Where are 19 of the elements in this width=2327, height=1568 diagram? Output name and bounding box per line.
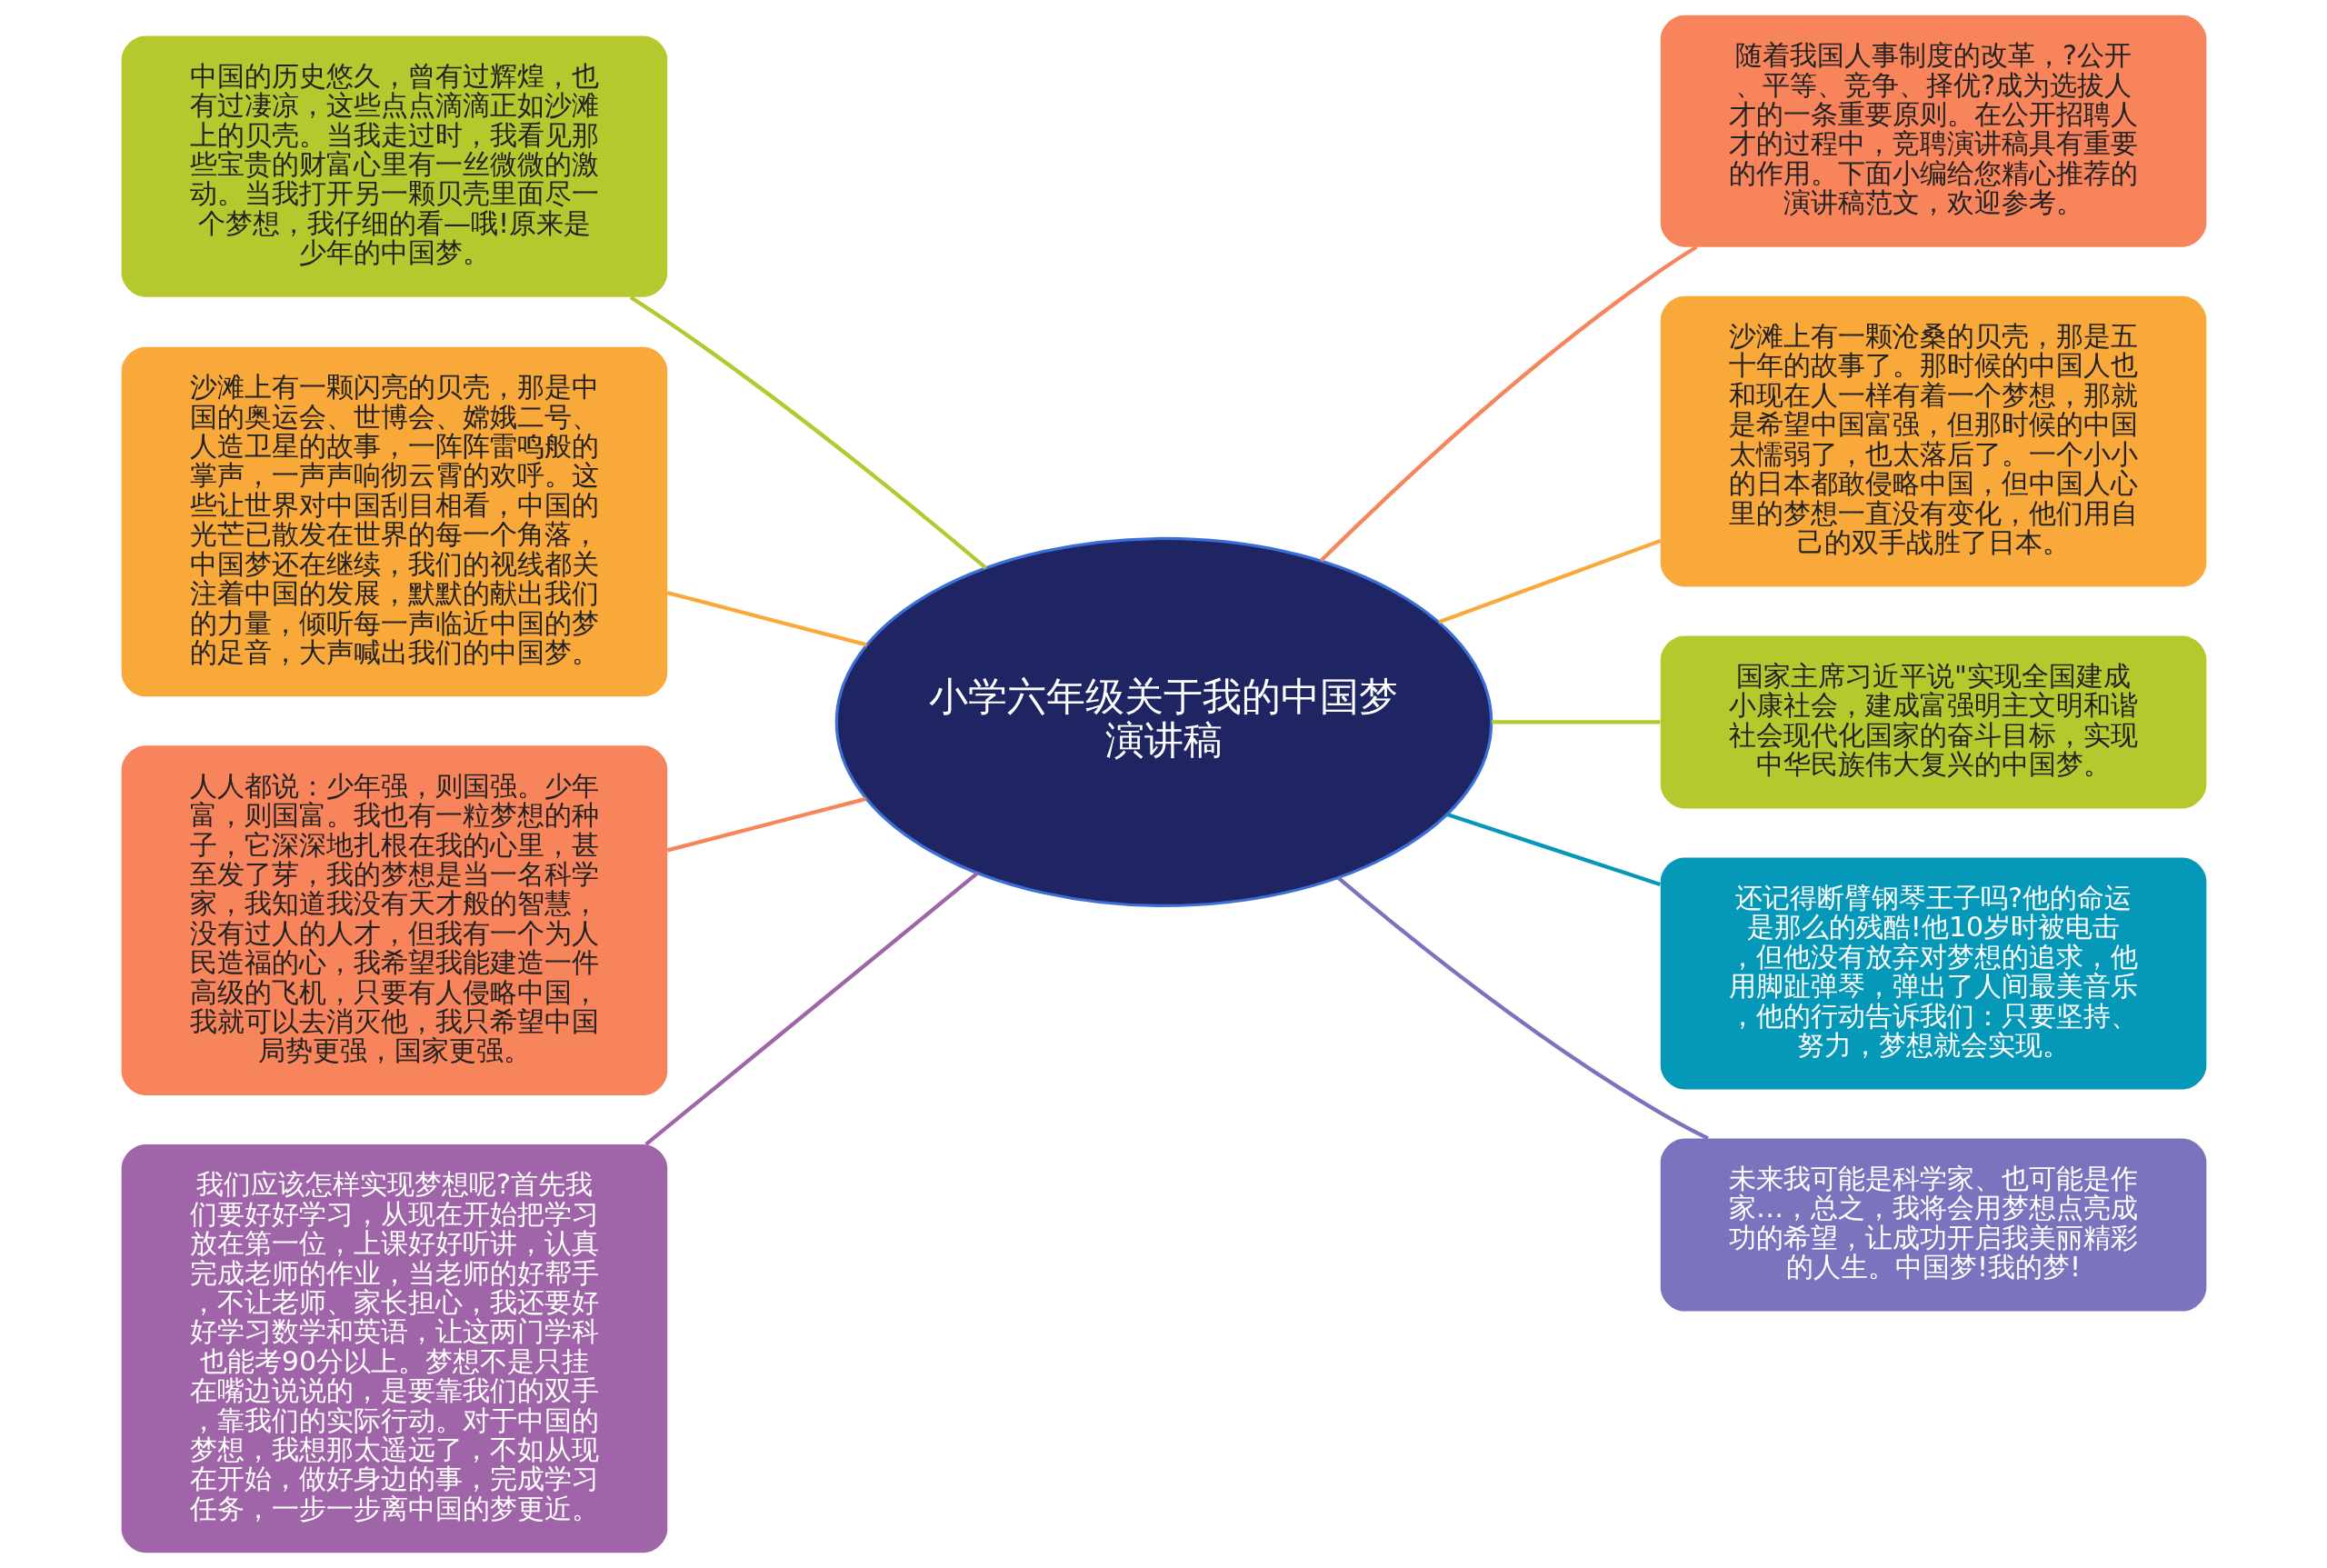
node-box: 中国的历史悠久，曾有过辉煌，也有过凄凉，这些点点滴滴正如沙滩上的贝壳。当我走过时，我看见那些宝贵的财富心里有一丝微微的激动。当我打开另一颗贝壳里面尽一个梦想，我仔细的看—哦!原来是少年的中国梦。 — [121, 35, 667, 297]
node-box: 国家主席习近平说"实现全国建成小康社会，建成富强明主文明和谐社会现代化国家的奋斗目标，实现中华民族伟大复兴的中国梦。 — [1660, 635, 2206, 809]
node-box: 未来我可能是科学家、也可能是作家…，总之，我将会用梦想点亮成功的希望，让成功开启我美丽精彩的人生。中国梦!我的梦! — [1660, 1138, 2206, 1312]
node-box: 沙滩上有一颗闪亮的贝壳，那是中国的奥运会、世博会、嫦娥二号、人造卫星的故事，一阵阵雷鸣般的掌声，一声声响彻云霄的欢呼。这些让世界对中国刮目相看，中国的光芒已散发在世界的每一个角落，中国梦还在继续，我们的视线都关注着中国的发展，默默的献出我们的力量，倾听每一声临近中国的梦的足音，大声喊出我们的中国梦。 — [121, 346, 667, 697]
connector — [644, 872, 978, 1146]
connector — [1445, 813, 1661, 886]
node-box: 人人都说：少年强，则国强。少年富，则国富。我也有一粒梦想的种子，它深深地扎根在我的心里，甚至发了芽，我的梦想是当一名科学家，我知道我没有天才般的智慧，没有过人的人才，但我有一个为人民造福的心，我希望我能建造一件高级的飞机，只要有人侵略中国，我就可以去消灭他，我只希望中国局势更强，国家更强。 — [121, 745, 667, 1095]
connector — [666, 591, 867, 647]
node-box: 随着我国人事制度的改革，?公开、平等、竞争、择优?成为选拔人才的一条重要原则。在公开招聘人才的过程中，竞聘演讲稿具有重要的作用。下面小编给您精心推荐的演讲稿范文，欢迎参考。 — [1660, 15, 2206, 247]
connector — [666, 796, 866, 853]
connector — [1319, 245, 1697, 563]
node-box: 还记得断臂钢琴王子吗?他的命运是那么的残酷!他10岁时被电击，但他没有放弃对梦想的追求，他用脚趾弹琴，弹出了人间最美音乐，他的行动告诉我们：只要坚持、努力，梦想就会实现。 — [1660, 857, 2206, 1090]
connector — [1491, 720, 1660, 724]
node-box: 我们应该怎样实现梦想呢?首先我们要好好学习，从现在开始把学习放在第一位，上课好好听讲，认真完成老师的作业，当老师的好帮手，不让老师、家长担心，我还要好好学习数学和英语，让这两门学科也能考90分以上。梦想不是只挂在嘴边说说的，是要靠我们的双手，靠我们的实际行动。对于中国的梦想，我想那太遥远了，不如从现在开始，做好身边的事，完成学习任务，一步一步离中国的梦更近。 — [121, 1144, 667, 1553]
connector — [1437, 538, 1661, 624]
connector — [629, 295, 987, 570]
node-box: 沙滩上有一颗沧桑的贝壳，那是五十年的故事了。那时候的中国人也和现在人一样有着一个梦想，那就是希望中国富强，但那时候的中国太懦弱了，也太落后了。一个小小的日本都敢侵略中国，但中国人心里的梦想一直没有变化，他们用自己的双手战胜了日本。 — [1660, 295, 2206, 587]
node-ellipse: 小学六年级关于我的中国梦演讲稿 — [834, 536, 1493, 908]
connector — [1336, 875, 1709, 1141]
